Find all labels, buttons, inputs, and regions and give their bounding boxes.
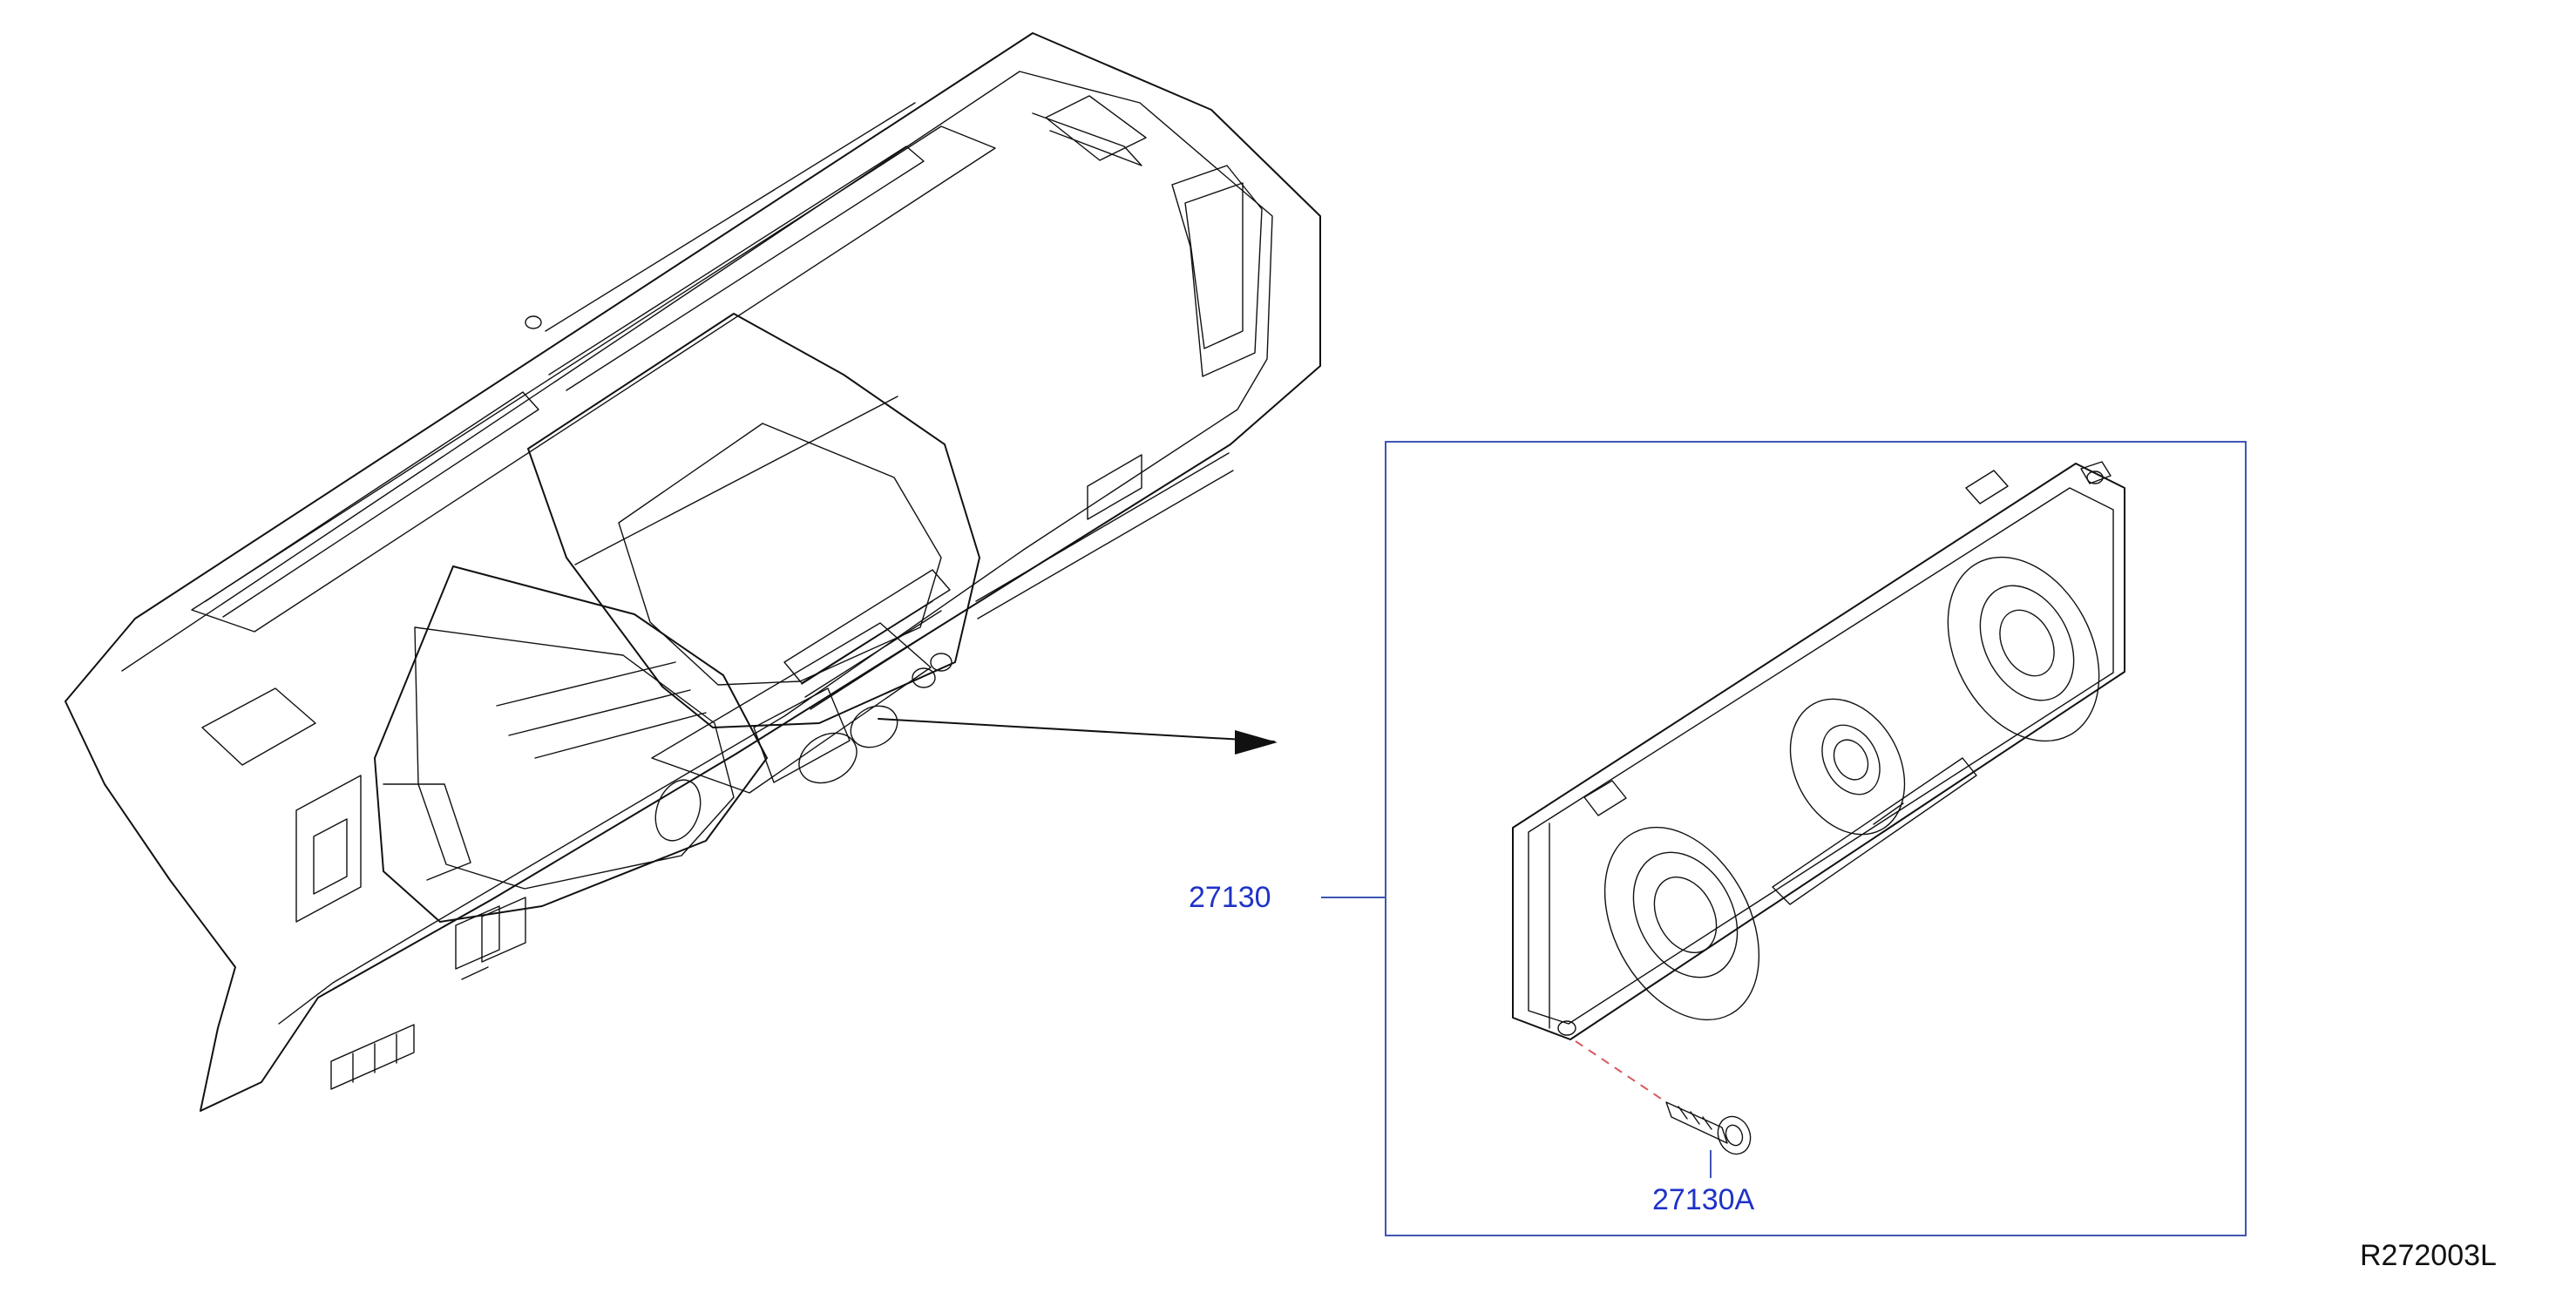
part-number-27130a: 27130A: [1652, 1183, 1755, 1216]
part-number-27130: 27130: [1189, 881, 1271, 914]
dashboard-assembly: [64, 32, 1321, 1112]
detail-frame: [1385, 441, 2247, 1236]
heater-control-panel: [1512, 461, 2125, 1040]
reference-code: R272003L: [2360, 1239, 2497, 1272]
mounting-screw: [1575, 1040, 1752, 1155]
